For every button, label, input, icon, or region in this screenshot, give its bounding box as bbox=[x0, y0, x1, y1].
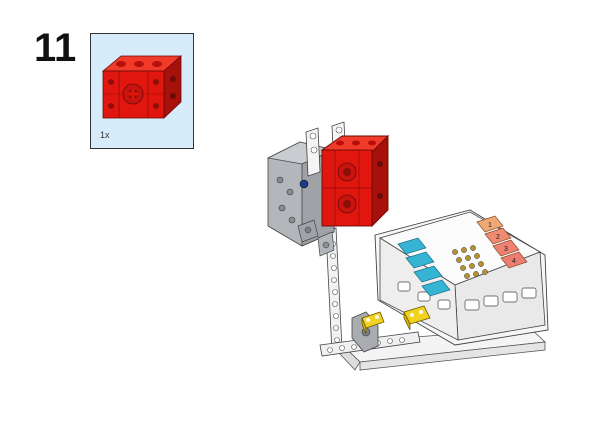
red-motor-block-icon bbox=[101, 55, 183, 119]
svg-text:4: 4 bbox=[512, 258, 516, 265]
port-label-2: 2 bbox=[484, 227, 512, 245]
port-label-3: 3 bbox=[492, 239, 520, 257]
svg-text:2: 2 bbox=[496, 234, 500, 241]
port-label-4: 4 bbox=[500, 251, 528, 269]
parts-callout: 1x bbox=[90, 33, 194, 149]
red-motor-block bbox=[320, 134, 390, 228]
controller-hub: 1 2 3 4 bbox=[374, 209, 549, 346]
yellow-connector-right bbox=[403, 305, 431, 331]
svg-text:3: 3 bbox=[504, 246, 508, 253]
port-label-1: 1 bbox=[476, 215, 504, 233]
yellow-connector-left bbox=[361, 311, 385, 335]
step-number: 11 bbox=[34, 26, 77, 70]
svg-text:1: 1 bbox=[488, 222, 492, 229]
part-quantity: 1x bbox=[100, 130, 110, 140]
